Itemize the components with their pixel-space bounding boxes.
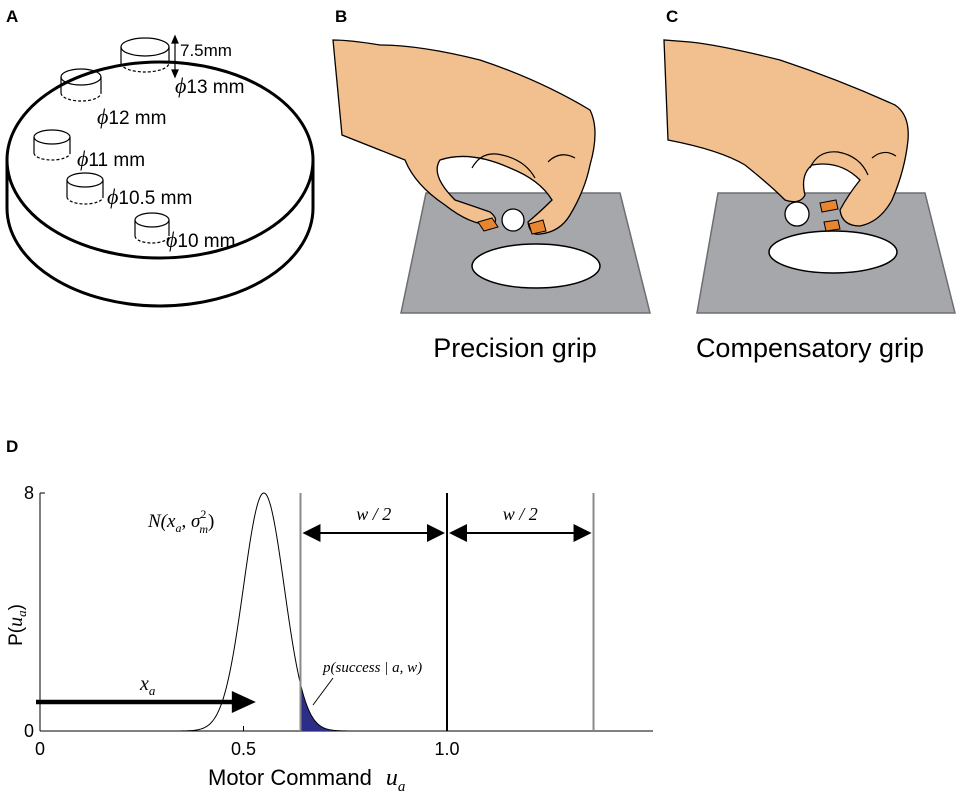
x-ticks: 0 0.5 1.0 xyxy=(35,726,460,759)
hand-compensatory xyxy=(663,39,909,232)
board-drawing xyxy=(5,60,315,308)
half-width-arrow-left xyxy=(302,524,445,542)
caption-compensatory: Compensatory grip xyxy=(696,333,924,363)
hole-10 xyxy=(134,212,170,244)
hole-12 xyxy=(60,68,102,102)
x-tick-label: 1.0 xyxy=(434,739,459,759)
diameter-label-10-5: ϕ10.5 mm xyxy=(107,184,192,209)
panel-b: B Precision grip xyxy=(332,7,651,363)
panel-b-letter: B xyxy=(335,7,347,26)
hole-11 xyxy=(33,129,71,161)
y-ticks: 08 xyxy=(24,483,45,741)
arrow-head-left xyxy=(302,524,321,542)
half-width-arrow-right xyxy=(449,524,592,542)
aim-arrow xyxy=(36,691,256,713)
y-tick-label: 8 xyxy=(24,483,34,503)
y-tick-label: 0 xyxy=(24,721,34,741)
caption-precision: Precision grip xyxy=(433,333,597,363)
arrow-head-right xyxy=(573,524,592,542)
distribution-curve xyxy=(40,492,650,732)
panel-c-letter: C xyxy=(666,7,678,26)
hand-precision xyxy=(332,39,596,235)
hole-13 xyxy=(120,37,170,73)
diameter-label-11: ϕ11 mm xyxy=(77,146,145,171)
success-probability-label: p(success | a, w) xyxy=(322,660,422,676)
success-label-leader xyxy=(312,677,334,706)
x-tick-label: 0.5 xyxy=(231,739,256,759)
y-axis-label: P(ua) xyxy=(5,604,29,646)
panel-a-letter: A xyxy=(6,7,18,26)
diameter-label-12: ϕ12 mm xyxy=(97,104,166,129)
success-area xyxy=(300,683,403,731)
diameter-labels: ϕ13 mm ϕ12 mm ϕ11 mm ϕ10.5 mm ϕ10 mm xyxy=(77,73,244,252)
panel-d-letter: D xyxy=(6,437,18,456)
arrow-head-left xyxy=(449,524,467,542)
diameter-label-13: ϕ13 mm xyxy=(175,73,244,98)
panel-c: C Compensatory grip xyxy=(663,7,956,363)
depth-arrow xyxy=(171,34,179,79)
x-tick-label: 0 xyxy=(35,739,45,759)
diameter-label-10: ϕ10 mm xyxy=(166,227,235,252)
half-width-label-right: w / 2 xyxy=(503,504,538,524)
panel-a: A xyxy=(5,7,315,308)
arrow-head-right xyxy=(427,524,445,542)
hole-10-5 xyxy=(66,172,104,205)
plate xyxy=(400,192,651,314)
aim-arrow-head xyxy=(231,691,256,713)
half-width-label-left: w / 2 xyxy=(356,504,391,524)
depth-label: 7.5mm xyxy=(180,41,232,60)
aim-arrow-label: xa xyxy=(139,673,156,698)
